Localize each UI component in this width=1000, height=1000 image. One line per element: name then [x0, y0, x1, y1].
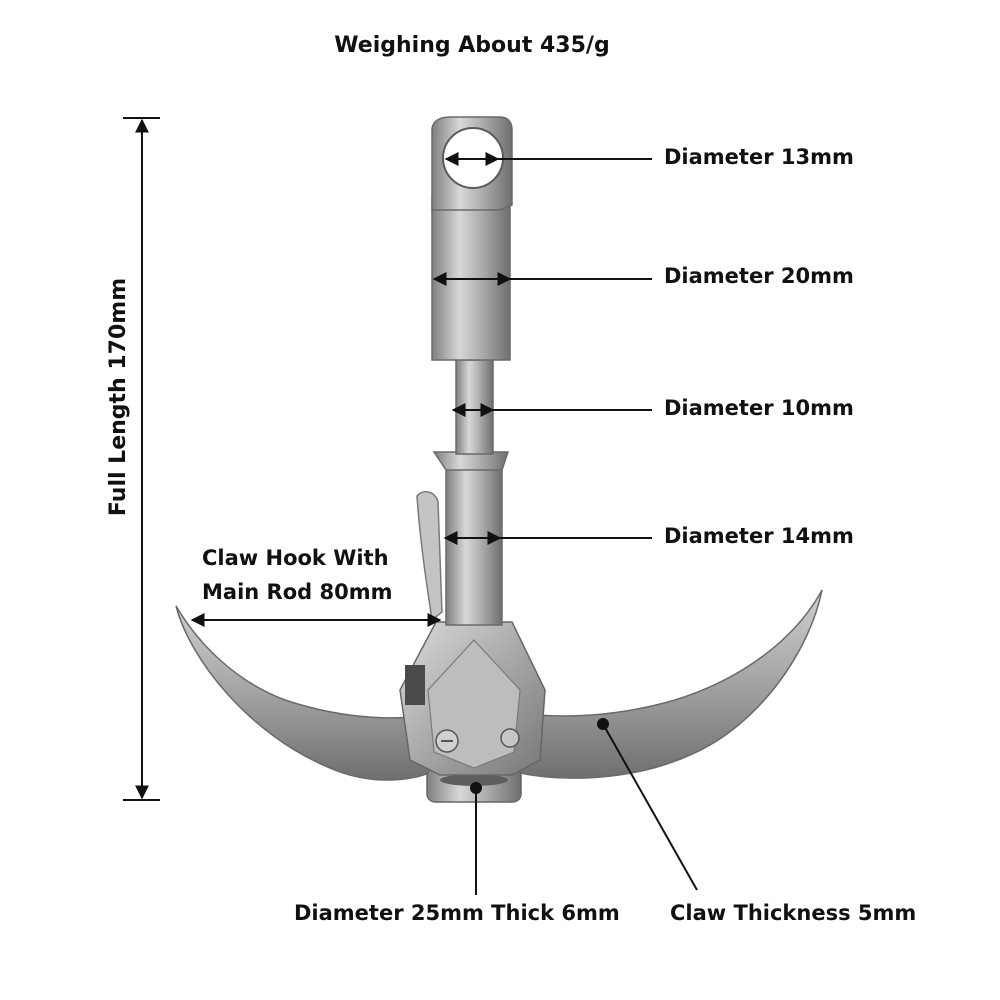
neck: [455, 359, 494, 455]
dimension-lines: [123, 117, 698, 895]
claw-thickness-label: Claw Thickness 5mm: [670, 901, 917, 925]
full-length-label: Full Length 170mm: [105, 277, 131, 517]
base-diameter-label: Diameter 25mm Thick 6mm: [294, 901, 620, 925]
eye-diameter-label: Diameter 13mm: [664, 145, 854, 169]
right-claw: [514, 589, 823, 779]
claw-hook-label-line1: Claw Hook With: [202, 546, 389, 570]
shaft-diameter-label: Diameter 14mm: [664, 524, 854, 548]
head-diameter-label: Diameter 20mm: [664, 264, 854, 288]
bolt-head-icon: [500, 728, 520, 748]
claw-hook-label-line2: Main Rod 80mm: [202, 580, 393, 604]
main-shaft: [445, 464, 503, 626]
neck-diameter-label: Diameter 10mm: [664, 396, 854, 420]
rear-claw: [416, 491, 443, 622]
weight-title: Weighing About 435/g: [334, 33, 610, 58]
claw-hook-label: Claw Hook With Main Rod 80mm: [202, 541, 392, 609]
